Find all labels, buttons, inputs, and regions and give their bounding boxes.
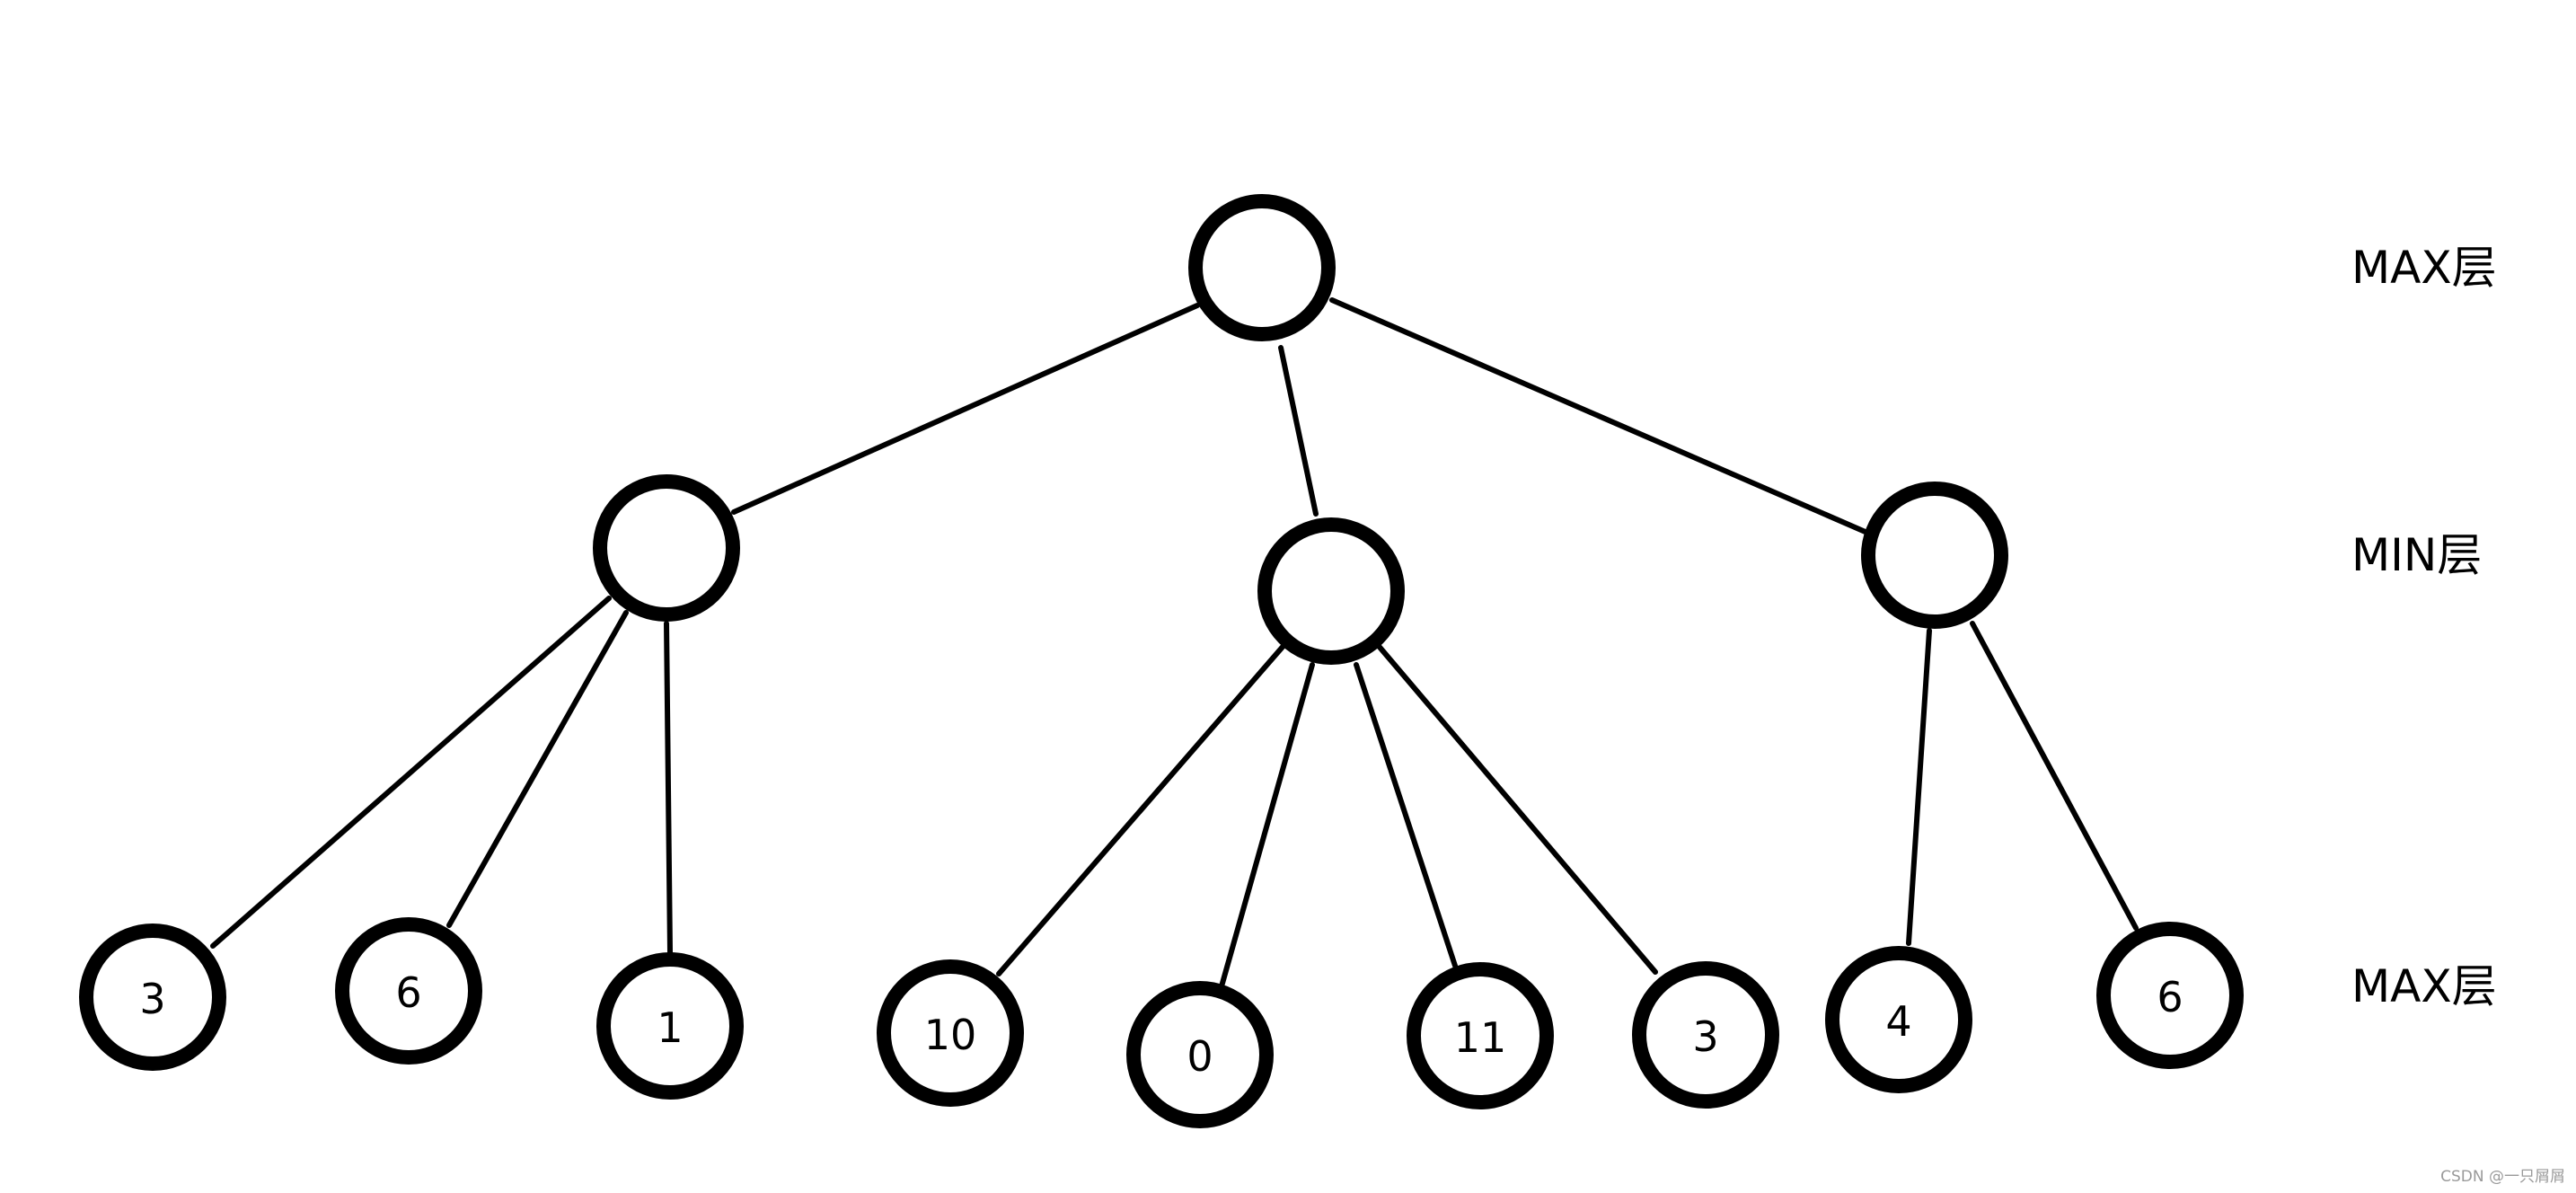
- leaf-node-1-2-circle: [335, 917, 482, 1065]
- min-node-3-circle: [1861, 482, 2008, 629]
- leaf-node-2-3-value: 11: [1454, 1013, 1507, 1062]
- leaf-node-2-2-value: 0: [1187, 1032, 1213, 1081]
- leaf-node-3-2: 6: [2096, 922, 2244, 1069]
- edge-min-2-leaf-4: [1375, 642, 1658, 975]
- root-node-circle: [1188, 194, 1336, 341]
- leaf-node-2-3-circle: [1407, 962, 1554, 1109]
- leaf-node-2-4-circle: [1632, 961, 1779, 1109]
- leaf-node-1-3: 1: [596, 952, 744, 1100]
- edge-min-1-leaf-1: [210, 596, 612, 949]
- edge-min-1-leaf-3: [664, 621, 673, 955]
- leaf-node-2-2: 0: [1126, 981, 1274, 1128]
- leaf-node-2-4-value: 3: [1692, 1012, 1718, 1061]
- leaf-node-3-1: 4: [1825, 946, 1972, 1093]
- leaf-node-2-4: 3: [1632, 961, 1779, 1109]
- edge-min-2-leaf-3: [1354, 662, 1458, 968]
- watermark-text: CSDN @一只屑屑: [2440, 1168, 2565, 1186]
- edge-root-min-3: [1329, 297, 1870, 535]
- leaf-node-3-2-value: 6: [2157, 973, 2183, 1021]
- min-node-2-circle: [1257, 517, 1405, 665]
- edge-min-1-leaf-2: [446, 610, 629, 928]
- edge-min-2-leaf-1: [996, 644, 1285, 976]
- leaf-node-2-1: 10: [877, 959, 1024, 1107]
- leaf-node-1-3-circle: [596, 952, 744, 1100]
- leaf-node-3-1-value: 4: [1885, 997, 1911, 1046]
- leaf-node-1-1-value: 3: [139, 975, 165, 1023]
- min-node-1: [593, 474, 740, 622]
- tree-edges: [210, 297, 2139, 989]
- leaf-node-2-3: 11: [1407, 962, 1554, 1109]
- root-node: [1188, 194, 1336, 341]
- leaf-node-1-2-value: 6: [395, 968, 421, 1017]
- edge-min-2-leaf-2: [1219, 662, 1315, 989]
- leaf-node-1-2: 6: [335, 917, 482, 1065]
- leaf-node-2-1-circle: [877, 959, 1024, 1107]
- edge-root-min-2: [1278, 345, 1319, 517]
- edge-min-3-leaf-2: [1970, 621, 2139, 931]
- min-node-3: [1861, 482, 2008, 629]
- edge-min-3-leaf-1: [1906, 628, 1932, 946]
- min-node-1-circle: [593, 474, 740, 622]
- level-label-max-top: MAX层: [2351, 242, 2497, 294]
- level-labels: MAX层 MIN层 MAX层: [2351, 242, 2497, 1012]
- level-label-min: MIN层: [2351, 529, 2482, 581]
- leaf-node-1-1-circle: [79, 923, 226, 1071]
- leaf-node-2-2-circle: [1126, 981, 1274, 1128]
- edge-root-min-1: [731, 303, 1200, 515]
- leaf-node-3-2-circle: [2096, 922, 2244, 1069]
- min-node-2: [1257, 517, 1405, 665]
- level-label-max-bottom: MAX层: [2351, 960, 2497, 1012]
- leaf-node-1-1: 3: [79, 923, 226, 1071]
- leaf-node-3-1-circle: [1825, 946, 1972, 1093]
- leaf-node-1-3-value: 1: [657, 1003, 683, 1052]
- leaf-node-2-1-value: 10: [924, 1011, 977, 1059]
- tree-nodes: 3 6 1 10 0 11 3 4 6: [79, 194, 2244, 1128]
